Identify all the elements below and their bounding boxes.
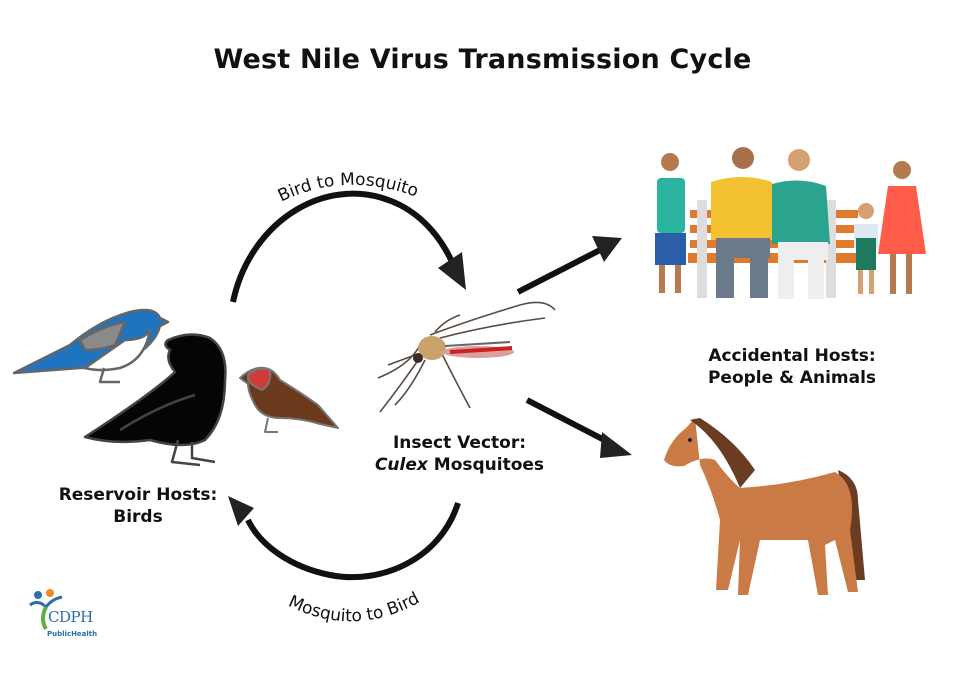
cdph-logo-subtext: PublicHealth [47, 630, 98, 638]
insect-vector-title: Insect Vector: [392, 433, 527, 453]
cdph-logo-icon [29, 589, 63, 631]
mosquito-to-horse-arrow [525, 397, 632, 458]
culex-italic: Culex [374, 455, 428, 475]
mosquito-to-bird-arrow [228, 496, 461, 581]
cdph-logo-text: CDPH [48, 608, 93, 626]
mosquitoes-text: Mosquitoes [427, 455, 545, 475]
horse-icon [664, 418, 865, 595]
mosquito-to-bird-label: Mosquito to Bird [285, 588, 422, 626]
diagram-title: West Nile Virus Transmission Cycle [213, 44, 752, 75]
reservoir-hosts-subtitle: Birds [113, 507, 163, 527]
mosquito-icon [377, 301, 556, 413]
bird-to-mosquito-label: Bird to Mosquito [275, 170, 421, 207]
reservoir-hosts-label: Reservoir Hosts: Birds [18, 484, 258, 528]
people-group-icon [655, 147, 926, 299]
accidental-hosts-label: Accidental Hosts: People & Animals [672, 345, 912, 389]
finch-icon [239, 366, 339, 433]
accidental-hosts-subtitle: People & Animals [707, 368, 877, 388]
bluebird-icon [12, 308, 170, 384]
accidental-hosts-title: Accidental Hosts: [708, 346, 876, 366]
mosquito-to-people-arrow [516, 236, 622, 295]
reservoir-hosts-title: Reservoir Hosts: [58, 485, 218, 505]
bird-to-mosquito-arrow [230, 190, 466, 303]
insect-vector-label: Insect Vector: Culex Mosquitoes [352, 432, 567, 476]
crow-icon [83, 333, 227, 467]
insect-vector-subtitle: Culex Mosquitoes [352, 454, 567, 476]
